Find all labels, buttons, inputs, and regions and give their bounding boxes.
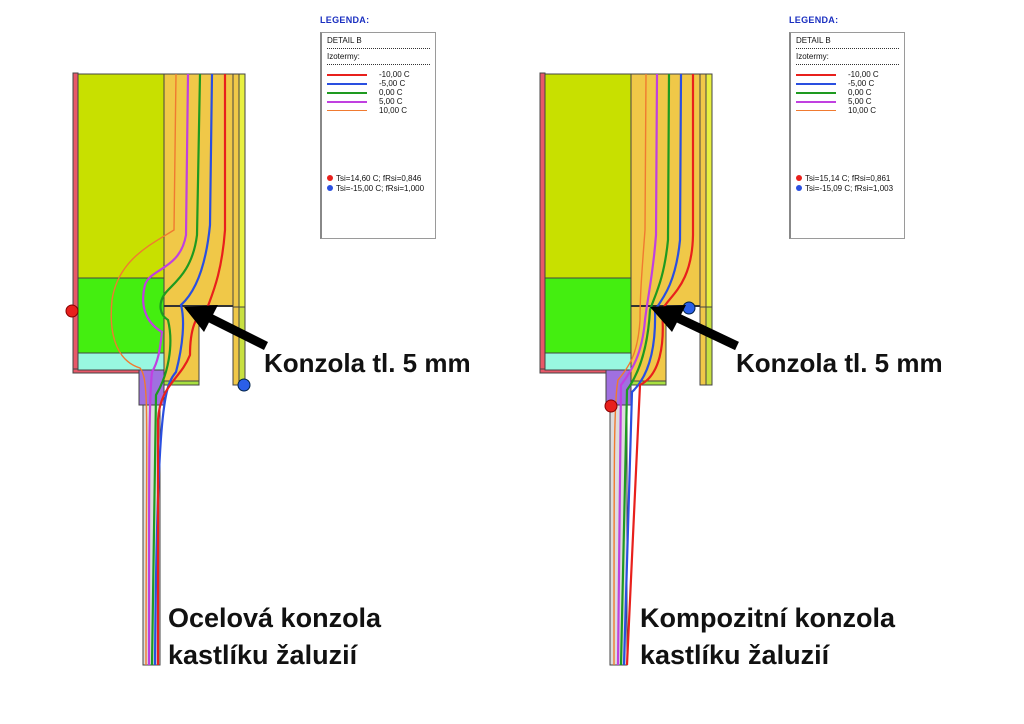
legend-entry: 0,00 C	[327, 88, 430, 97]
isotherm-0	[619, 73, 671, 666]
legend-entry: 10,00 C	[796, 106, 899, 115]
legend-point-blue: Tsi=-15,09 C; fRsi=1,003	[796, 183, 899, 193]
legend-entry-label: -10,00 C	[848, 70, 879, 79]
caption-line: Ocelová konzola	[168, 603, 382, 633]
legend-point-blue: Tsi=-15,00 C; fRsi=1,000	[327, 183, 430, 193]
legend-point-red: Tsi=15,14 C; fRsi=0,861	[796, 173, 899, 183]
legend-entry: -5,00 C	[796, 79, 899, 88]
caption-line: Kompozitní konzola	[640, 603, 895, 633]
callout-label: Konzola tl. 5 mm	[264, 348, 471, 378]
legend-entry-label: 5,00 C	[379, 97, 403, 106]
legend-entry-label: 0,00 C	[379, 88, 403, 97]
legend-entry-label: 10,00 C	[848, 106, 877, 115]
legend-detail: DETAIL B	[796, 36, 831, 45]
legend-isotherms-label: Izotermy:	[327, 52, 360, 61]
legend-entry-label: -5,00 C	[379, 79, 406, 88]
legend-isotherms-label: Izotermy:	[796, 52, 829, 61]
isotherm-5	[616, 73, 659, 666]
isotherm-m10	[156, 74, 227, 665]
legend-point-red: Tsi=14,60 C; fRsi=0,846	[327, 173, 430, 183]
legend-entry: -5,00 C	[327, 79, 430, 88]
legend-point-label: Tsi=-15,09 C; fRsi=1,003	[805, 183, 894, 193]
legend-entry: 0,00 C	[796, 88, 899, 97]
legend-entry-label: 10,00 C	[379, 106, 408, 115]
legend-detail: DETAIL B	[327, 36, 362, 45]
legend-title: LEGENDA:	[789, 15, 839, 25]
isotherm-0	[150, 73, 202, 666]
legend-point-label: Tsi=14,60 C; fRsi=0,846	[336, 173, 422, 183]
legend-entry-label: -5,00 C	[848, 79, 875, 88]
red-point-marker	[65, 304, 79, 318]
blue-point-marker	[237, 378, 251, 392]
legend-entry-label: 0,00 C	[848, 88, 872, 97]
legend-entry: 5,00 C	[327, 97, 430, 106]
legend-panel: DETAIL B Izotermy: -10,00 C -5,00 C 0,00…	[789, 32, 905, 239]
legend-panel: DETAIL B Izotermy: -10,00 C -5,00 C 0,00…	[320, 32, 436, 239]
legend-point-label: Tsi=-15,00 C; fRsi=1,000	[336, 183, 425, 193]
legend-entry-label: -10,00 C	[379, 70, 410, 79]
callout-label: Konzola tl. 5 mm	[736, 348, 943, 378]
blue-point-marker	[682, 301, 696, 315]
legend-entry: 5,00 C	[796, 97, 899, 106]
legend-entry: -10,00 C	[327, 70, 430, 79]
legend-entry-label: 5,00 C	[848, 97, 872, 106]
arrow-steel	[184, 305, 269, 351]
caption-steel: Ocelová konzola kastlíku žaluzií	[168, 600, 381, 674]
legend-point-label: Tsi=15,14 C; fRsi=0,861	[805, 173, 891, 183]
legend-entry: -10,00 C	[796, 70, 899, 79]
caption-composite: Kompozitní konzola kastlíku žaluzií	[640, 600, 895, 674]
isotherm-5	[142, 73, 190, 666]
isotherms-steel	[110, 73, 227, 666]
isotherm-10	[110, 73, 177, 666]
arrow-composite	[650, 305, 739, 351]
isotherm-m5	[153, 73, 214, 666]
legend-title: LEGENDA:	[320, 15, 370, 25]
caption-line: kastlíku žaluzií	[640, 640, 830, 670]
caption-line: kastlíku žaluzií	[168, 640, 358, 670]
legend-entry: 10,00 C	[327, 106, 430, 115]
isotherm-10	[613, 73, 647, 666]
red-point-marker	[604, 399, 618, 413]
